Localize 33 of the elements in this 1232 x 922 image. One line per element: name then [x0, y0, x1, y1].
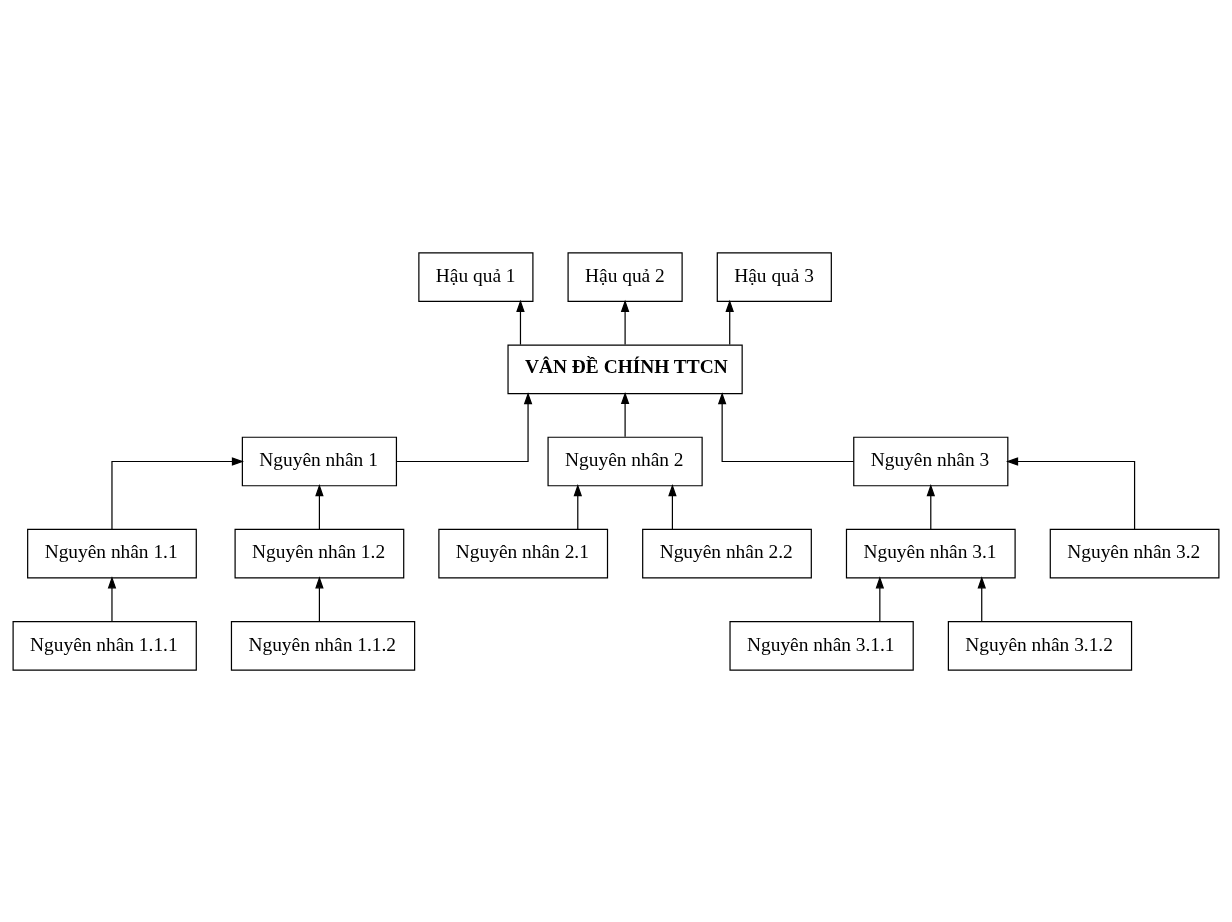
- node-box: Nguyên nhân 3: [853, 436, 1009, 486]
- node-box: Nguyên nhân 2.2: [642, 528, 812, 579]
- arrow: [725, 299, 734, 345]
- arrow: [620, 391, 630, 437]
- node-box: Nguyên nhân 1.1: [27, 528, 197, 579]
- arrow: [977, 575, 986, 622]
- arrow: [1006, 456, 1136, 530]
- node-box: Nguyên nhân 1.2: [234, 528, 405, 579]
- arrow: [516, 299, 525, 345]
- arrow: [926, 483, 936, 530]
- node-box: VÂN ĐỀ CHÍNH TTCN: [507, 343, 743, 394]
- node-box: Nguyên nhân 3.2: [1049, 528, 1220, 579]
- node-box: Nguyên nhân 2: [547, 436, 703, 486]
- arrow: [668, 483, 677, 530]
- arrow: [315, 483, 324, 530]
- node-box: Nguyên nhân 3.1: [845, 528, 1016, 579]
- arrow: [111, 456, 244, 530]
- node-box: Hậu quả 1: [418, 251, 534, 302]
- node-box: Nguyên nhân 2.1: [438, 528, 609, 579]
- arrow: [717, 391, 855, 462]
- node-box: Nguyên nhân 1.1.2: [230, 620, 416, 671]
- node-box: Nguyên nhân 1: [241, 436, 398, 486]
- node-box: Hậu quả 2: [567, 251, 683, 302]
- arrow: [875, 575, 885, 622]
- arrow: [107, 575, 117, 622]
- arrow: [395, 391, 533, 462]
- node-box: Nguyên nhân 1.1.1: [12, 620, 197, 671]
- node-box: Nguyên nhân 3.1.1: [729, 620, 914, 671]
- arrow: [620, 299, 630, 345]
- node-box: Hậu quả 3: [716, 251, 832, 302]
- node-box: Nguyên nhân 3.1.2: [947, 620, 1133, 671]
- arrow: [315, 575, 324, 622]
- arrow: [573, 483, 583, 530]
